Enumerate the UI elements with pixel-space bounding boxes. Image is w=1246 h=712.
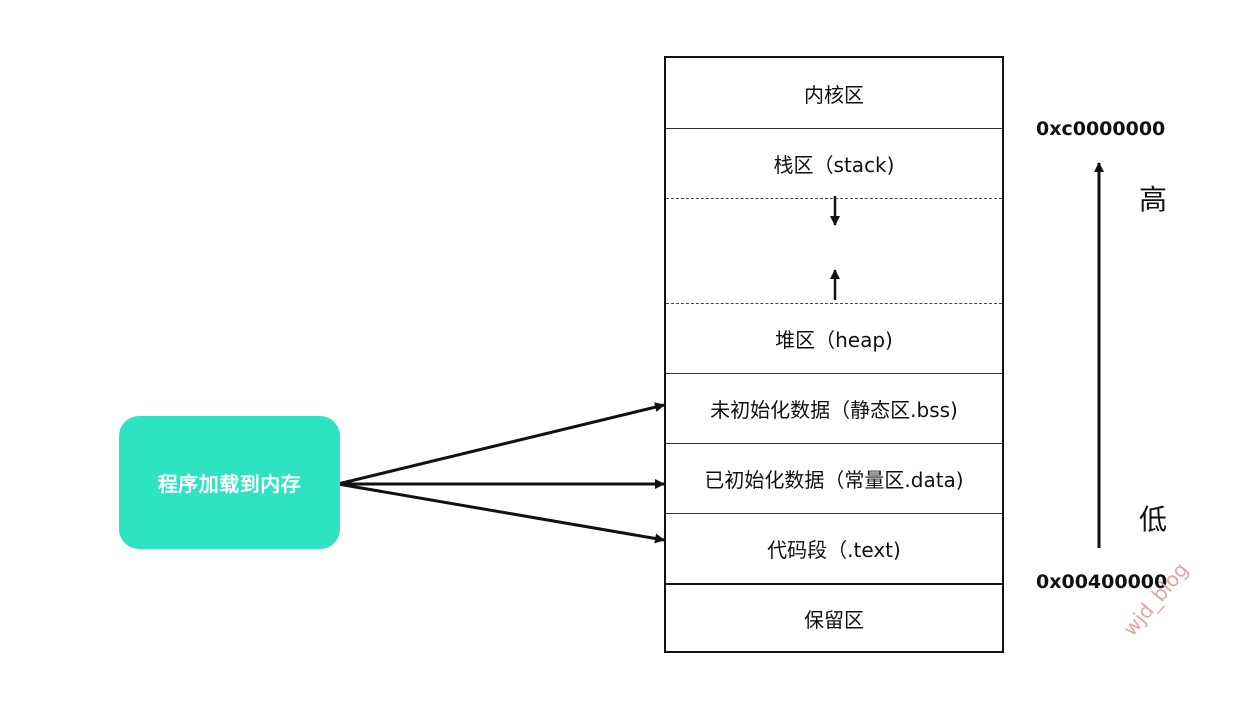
high-level-label: 高 <box>1139 183 1168 216</box>
segment-bss-label: 未初始化数据（静态区.bss) <box>710 398 958 422</box>
segment-stack: 栈区（stack) <box>666 128 1002 198</box>
segment-heap-label: 堆区（heap) <box>775 328 893 352</box>
segment-reserved: 保留区 <box>666 583 1002 651</box>
segment-text: 代码段（.text) <box>666 513 1002 583</box>
segment-text-label: 代码段（.text) <box>767 538 901 562</box>
program-load-label: 程序加载到内存 <box>157 472 302 496</box>
segment-kernel-label: 内核区 <box>804 82 864 107</box>
segment-reserved-label: 保留区 <box>804 607 864 632</box>
segment-free-space <box>666 198 1002 303</box>
segment-stack-label: 栈区（stack) <box>773 153 895 177</box>
low-level-label: 低 <box>1139 503 1168 536</box>
program-load-node: 程序加载到内存 <box>119 416 340 549</box>
segment-kernel: 内核区 <box>666 58 1002 128</box>
segment-heap: 堆区（heap) <box>666 303 1002 373</box>
address-low-label: 0x00400000 <box>1036 571 1168 593</box>
arrow-to-text <box>337 482 665 544</box>
segment-data-label: 已初始化数据（常量区.data) <box>704 468 964 492</box>
segment-data: 已初始化数据（常量区.data) <box>666 443 1002 513</box>
address-high-label: 0xc0000000 <box>1036 118 1166 140</box>
memory-layout-box: 内核区 栈区（stack) 堆区（heap) 未初始化数据（静态区.bss) 已… <box>664 56 1004 653</box>
segment-bss: 未初始化数据（静态区.bss) <box>666 373 1002 443</box>
arrow-to-bss <box>337 402 665 486</box>
